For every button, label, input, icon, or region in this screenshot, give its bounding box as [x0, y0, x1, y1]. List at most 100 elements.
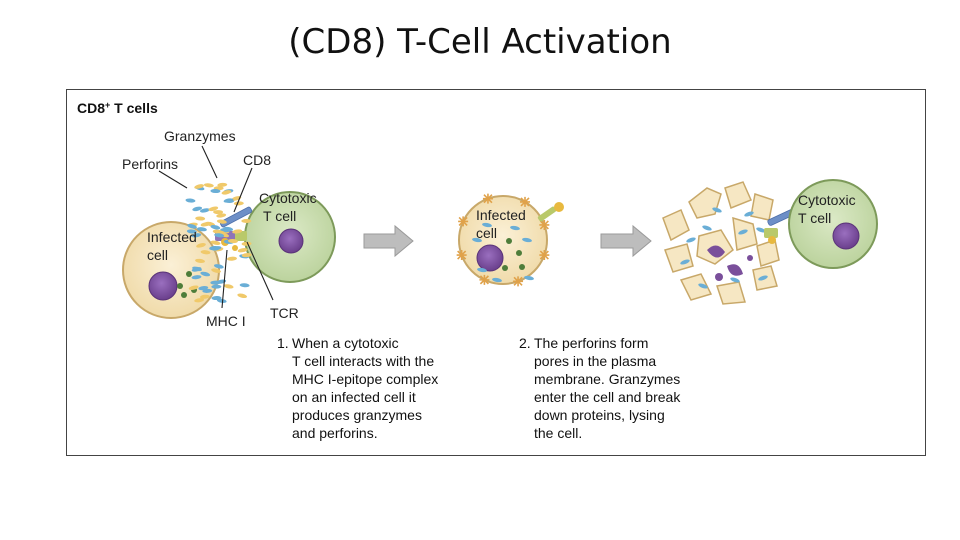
perforin-granule — [200, 250, 211, 255]
process-arrow-1 — [363, 224, 414, 258]
label-tcr: TCR — [270, 305, 299, 321]
step2-line: The perforins form — [534, 335, 649, 351]
perforin-granule — [200, 222, 211, 227]
nucleus-fragments — [707, 245, 753, 281]
step1-line: and perforins. — [292, 425, 378, 441]
stage1-leader-lines — [158, 145, 274, 309]
granzyme-granule — [192, 266, 202, 272]
cytotoxic-t-cell-stage3 — [764, 179, 878, 269]
granzyme-granule — [213, 264, 224, 269]
granzyme-granule — [744, 211, 754, 217]
perforin-granule — [211, 268, 221, 273]
granzyme-granule — [758, 275, 768, 281]
perforin-granule — [223, 284, 234, 289]
label-cd8: CD8 — [243, 152, 271, 168]
granzyme-granule — [698, 283, 708, 289]
granzyme-granule — [211, 246, 222, 251]
granzyme-granule — [730, 277, 740, 283]
granzyme-granule — [214, 233, 225, 238]
perforin-pore — [539, 219, 550, 230]
granzyme-granule — [522, 237, 532, 243]
granzyme-granule — [756, 227, 766, 233]
label-cell-2b: cell — [476, 225, 497, 241]
step2-line: pores in the plasma — [534, 353, 657, 369]
perforin-granule — [241, 218, 252, 223]
perforin-granule — [241, 253, 252, 258]
label-perforins: Perforins — [122, 156, 178, 172]
step2-line: down proteins, lysing — [534, 407, 665, 423]
granzyme-granule — [210, 189, 221, 194]
label-granzymes: Granzymes — [164, 128, 236, 144]
granzyme-granule — [510, 225, 520, 231]
heading-main: CD8 — [77, 100, 105, 116]
label-infected-1a: Infected — [147, 229, 197, 245]
perforin-pore — [513, 276, 524, 287]
perforin-granule — [195, 258, 206, 263]
label-mhc: MHC I — [206, 313, 246, 329]
figure-heading: CD8+ T cells — [77, 100, 158, 116]
granzyme-granule — [202, 288, 213, 293]
perforin-granule — [195, 216, 206, 221]
granzyme-granule — [196, 227, 207, 232]
perforin-granule — [200, 294, 210, 299]
perforin-pore — [458, 216, 469, 227]
granzyme-granule — [223, 198, 234, 203]
perforin-pore — [456, 250, 467, 261]
granzyme-granule — [185, 198, 196, 203]
label-cytotoxic-3a: Cytotoxic — [798, 192, 856, 208]
perforin-granule — [188, 285, 199, 290]
granzyme-granule — [216, 298, 227, 303]
label-infected-2a: Infected — [476, 207, 526, 223]
step2-number: 2. — [519, 335, 531, 351]
granzyme-granule — [223, 226, 234, 232]
granzyme-granule — [211, 284, 222, 289]
perforin-granule — [221, 190, 232, 195]
perforin-granule — [217, 182, 228, 187]
step1-line: produces granzymes — [292, 407, 422, 423]
perforin-granule — [216, 213, 227, 218]
granzyme-granule — [712, 207, 722, 213]
perforin-granule — [210, 240, 221, 245]
granzyme-granule — [477, 267, 487, 273]
step2-line: membrane. Granzymes — [534, 371, 681, 387]
t-cell-activation-diagram: CD8+ T cells — [77, 100, 878, 329]
label-tcell-1b: T cell — [263, 208, 296, 224]
lysed-cell-fragments — [662, 181, 780, 305]
infected-cell-stage2 — [456, 193, 550, 287]
perforin-granule — [203, 183, 214, 188]
label-cell-1b: cell — [147, 247, 168, 263]
granzyme-granule — [524, 275, 534, 281]
perforin-pore — [482, 193, 493, 204]
perforin-granule — [232, 229, 243, 234]
released-granzymes — [680, 207, 768, 289]
step1-number: 1. — [277, 335, 289, 351]
perforin-granule — [237, 293, 248, 299]
granzyme-granule — [199, 208, 210, 213]
step2-caption: 2. The perforins form pores in the plasm… — [519, 334, 719, 442]
granzyme-granule — [210, 225, 221, 230]
perforin-granule — [227, 239, 238, 244]
step2-line: enter the cell and break — [534, 389, 681, 405]
perforin-pores — [456, 193, 550, 287]
perforin-granule — [196, 243, 206, 248]
label-cytotoxic-1a: Cytotoxic — [259, 190, 317, 206]
granzyme-granule — [192, 206, 203, 212]
step1-line: T cell interacts with the — [292, 353, 435, 369]
heading-rest: T cells — [110, 100, 158, 116]
perforin-granule — [194, 184, 204, 189]
granzyme-granule — [492, 277, 502, 283]
step1-caption: 1. When a cytotoxic T cell interacts wit… — [277, 334, 477, 442]
granzyme-granule — [702, 225, 712, 231]
process-arrow-2 — [600, 224, 652, 258]
granzyme-granule — [191, 275, 202, 280]
granzyme-granule — [482, 222, 492, 228]
step2-line: the cell. — [534, 425, 583, 441]
granule-cloud — [185, 182, 252, 303]
figure-panel: CD8+ T cells — [66, 89, 926, 456]
step1-line: When a cytotoxic — [292, 335, 399, 351]
granzyme-granule — [187, 223, 197, 229]
perforin-granule — [213, 210, 224, 215]
perforin-granule — [237, 248, 248, 253]
perforin-pore — [520, 196, 530, 207]
slide-title: (CD8) T-Cell Activation — [288, 22, 672, 62]
